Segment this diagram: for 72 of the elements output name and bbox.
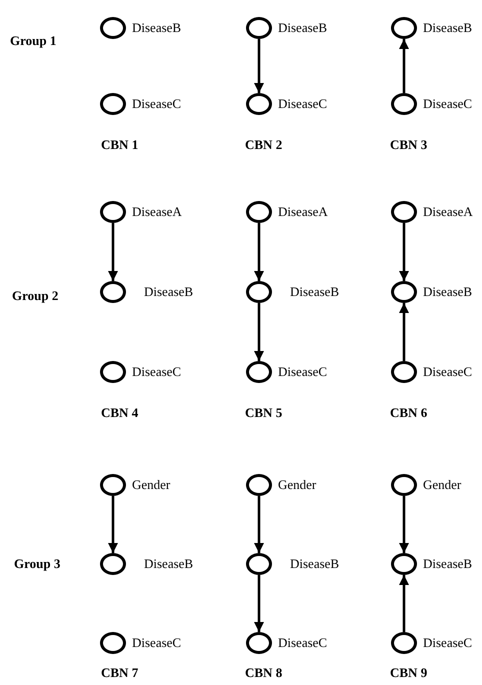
node-circle — [391, 361, 417, 383]
node-circle — [246, 632, 272, 654]
node-label: DiseaseA — [132, 204, 182, 219]
group-label: Group 2 — [12, 288, 58, 303]
node-circle — [246, 361, 272, 383]
node-label: DiseaseB — [144, 556, 194, 571]
arrow — [399, 303, 409, 361]
arrow — [254, 575, 264, 632]
node-circle — [100, 93, 126, 115]
node-circle — [246, 553, 272, 575]
node-label: Gender — [423, 477, 462, 492]
node-circle — [100, 201, 126, 223]
node-label: DiseaseC — [278, 96, 328, 111]
node-label: DiseaseC — [423, 96, 472, 111]
node-circle — [100, 632, 126, 654]
node-label: DiseaseC — [132, 364, 182, 379]
node-label: Gender — [278, 477, 316, 492]
node-circle — [391, 553, 417, 575]
node-circle — [391, 281, 417, 303]
network-label: CBN 2 — [245, 137, 282, 152]
network-label: CBN 3 — [390, 137, 428, 152]
arrow — [254, 223, 264, 281]
node-label: DiseaseC — [423, 364, 472, 379]
arrow — [254, 496, 264, 553]
node-circle — [391, 474, 417, 496]
network-label: CBN 8 — [245, 665, 282, 680]
arrow — [399, 496, 409, 553]
node-label: DiseaseC — [278, 364, 328, 379]
arrow — [108, 223, 118, 281]
node-circle — [246, 201, 272, 223]
node-label: DiseaseC — [423, 635, 472, 650]
node-circle — [246, 17, 272, 39]
node-circle — [391, 17, 417, 39]
network-label: CBN 4 — [101, 405, 138, 420]
network-label: CBN 6 — [390, 405, 428, 420]
node-label: DiseaseB — [290, 556, 340, 571]
node-circle — [391, 93, 417, 115]
group-label: Group 3 — [14, 556, 60, 571]
node-label: DiseaseB — [144, 284, 194, 299]
node-circle — [391, 632, 417, 654]
node-circle — [100, 474, 126, 496]
node-circle — [100, 553, 126, 575]
node-circle — [246, 281, 272, 303]
arrow — [399, 39, 409, 93]
node-label: DiseaseC — [132, 96, 182, 111]
node-label: DiseaseB — [278, 20, 328, 35]
node-label: DiseaseA — [278, 204, 328, 219]
node-label: DiseaseB — [423, 556, 472, 571]
node-circle — [246, 474, 272, 496]
network-label: CBN 1 — [101, 137, 138, 152]
node-circle — [100, 361, 126, 383]
node-circle — [246, 93, 272, 115]
node-label: DiseaseB — [290, 284, 340, 299]
network-label: CBN 9 — [390, 665, 428, 680]
network-label: CBN 7 — [101, 665, 138, 680]
node-label: DiseaseB — [423, 20, 472, 35]
node-circle — [391, 201, 417, 223]
node-label: DiseaseC — [278, 635, 328, 650]
arrow — [399, 223, 409, 281]
arrow — [399, 575, 409, 632]
node-circle — [100, 281, 126, 303]
arrow — [254, 303, 264, 361]
node-label: DiseaseB — [423, 284, 472, 299]
node-label: DiseaseA — [423, 204, 473, 219]
node-label: DiseaseB — [132, 20, 182, 35]
group-label: Group 1 — [10, 33, 56, 48]
node-label: DiseaseC — [132, 635, 182, 650]
node-label: Gender — [132, 477, 170, 492]
network-label: CBN 5 — [245, 405, 282, 420]
arrow — [254, 39, 264, 93]
node-circle — [100, 17, 126, 39]
arrow — [108, 496, 118, 553]
